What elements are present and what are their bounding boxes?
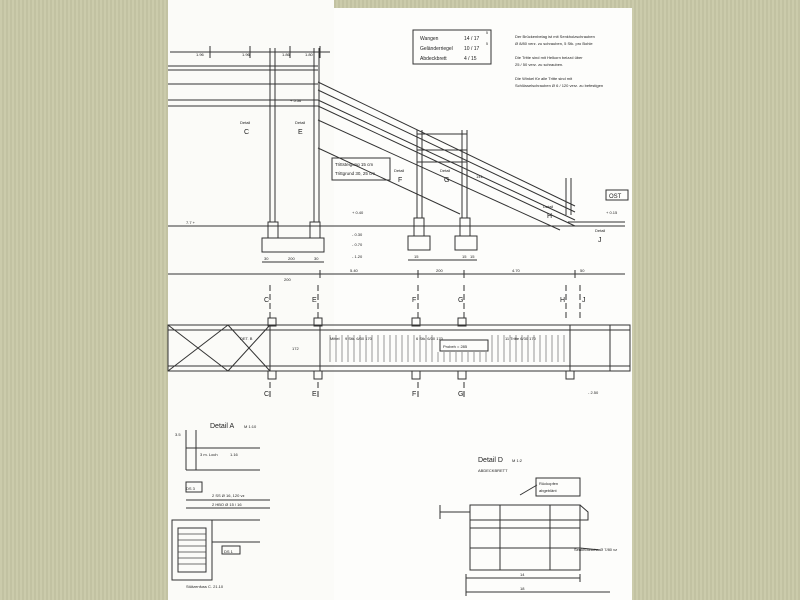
- detail-letter: H: [547, 213, 552, 220]
- span-dim: 5.40: [350, 268, 359, 273]
- top-dim: 1.96: [196, 52, 205, 57]
- level-label: 7.7 +: [186, 220, 196, 225]
- top-dim: 1.86: [282, 52, 291, 57]
- ost-label: OST: [609, 194, 622, 200]
- plan-label: 9 Stk. 6/30 170: [345, 336, 373, 341]
- legend-row-label: Geländerriegel: [420, 46, 453, 52]
- detail-d-callout: abgeblänt: [539, 488, 557, 493]
- plan-label: Probeh = 285: [443, 344, 468, 349]
- detail-a-text: DS 3: [186, 486, 196, 491]
- detail-a-text: 2 HBO Ø 15 / 16: [212, 502, 242, 507]
- detail-a-scale: M 1:10: [244, 424, 257, 429]
- span-dim: 200: [436, 268, 443, 273]
- detail-letter: E: [298, 129, 303, 136]
- section-mark: C: [264, 297, 269, 304]
- foot-dim: 15: [414, 254, 419, 259]
- note-line: Schlüsselschrauben Ø 6 / 120 verz. zu be…: [515, 83, 603, 88]
- foot-dim: 200: [288, 256, 295, 261]
- height-dim: 141: [476, 174, 483, 179]
- detail-d-title: Detail D: [478, 457, 503, 464]
- detail-label: Detail: [240, 120, 250, 125]
- detail-d-subtitle: ABDECKBRETT: [478, 468, 508, 473]
- top-dim: 1.80: [305, 52, 314, 57]
- section-mark: G: [458, 297, 463, 304]
- foot-dim: 15: [470, 254, 475, 259]
- section-mark: C: [264, 391, 269, 398]
- foot-dim: 30: [264, 256, 269, 261]
- stair-box-line: Trittgrund 30, 25 cm: [335, 171, 375, 176]
- detail-a-title: Detail A: [210, 423, 234, 430]
- detail-d-scale: M 1:2: [512, 458, 523, 463]
- legend-row-value: 10 / 17: [464, 46, 480, 52]
- section-mark: E: [312, 297, 317, 304]
- detail-label: Detail: [440, 168, 450, 173]
- plan-label: Mittel: [330, 336, 340, 341]
- level-label: - 1.20: [352, 254, 363, 259]
- note-line: Die Winkel für alle Tritte sind mit: [515, 76, 573, 81]
- note-line: Der Brückenbelag ist mit Senkholzschraub…: [515, 34, 595, 39]
- legend-row-value: 4 / 15: [464, 56, 477, 62]
- drawing-sheet-right: [334, 8, 632, 600]
- plan-label: DET. B: [240, 336, 253, 341]
- detail-a-dim: 3.5: [175, 432, 181, 437]
- plan-label: 6 Stk. 6/30 170: [416, 336, 444, 341]
- detail-label: Detail: [394, 168, 404, 173]
- detail-d-screw: Senkholzschr. Ø 7/80 vz: [574, 547, 617, 552]
- legend-superscript: 5: [486, 31, 488, 35]
- note-line: 25 / 50 verz. zu schrauben.: [515, 62, 563, 67]
- detail-a-text: 2 SS Ø 16, 120 vz: [212, 493, 244, 498]
- foot-dim: 15: [462, 254, 467, 259]
- detail-d-callout: Rückopfen: [539, 481, 558, 486]
- legend-row-value: 14 / 17: [464, 36, 480, 42]
- detail-letter: G: [444, 177, 449, 184]
- detail-label: Detail: [295, 120, 305, 125]
- section-mark: F: [412, 391, 416, 398]
- legend-row-label: Abdeckbrett: [420, 56, 447, 62]
- section-mark: G: [458, 391, 463, 398]
- level-label: - 0.30: [352, 232, 363, 237]
- section-mark: E: [312, 391, 317, 398]
- note-line: Ø 8/80 verz. zu schrauben, 5 Stk. pro Bo…: [515, 41, 593, 46]
- detail-d-dim: 14: [520, 572, 525, 577]
- section-mark: H: [560, 297, 565, 304]
- level-label: + 0.40: [352, 210, 364, 215]
- plan-dim: - 2.50: [588, 390, 599, 395]
- level-label: - 0.70: [352, 242, 363, 247]
- section-mark: F: [412, 297, 416, 304]
- span-dim: 50: [580, 268, 585, 273]
- section-mark: J: [582, 297, 586, 304]
- level-label: + 0.15: [606, 210, 618, 215]
- detail-letter: C: [244, 129, 249, 136]
- span-dim: 4.70: [512, 268, 521, 273]
- legend-row-label: Wangen: [420, 36, 439, 42]
- detail-a-text: 1.16: [230, 452, 239, 457]
- plan-dim: 172: [292, 346, 299, 351]
- detail-label: Detail: [595, 228, 605, 233]
- note-line: Die Tritte sind mit Helkorn beizzd über: [515, 55, 583, 60]
- detail-a-text: DS 1: [224, 549, 234, 554]
- detail-a-text: Stützenfuss C. 21.10: [186, 584, 224, 589]
- plan-label: 11 Tritte 6/30 170: [505, 336, 537, 341]
- foot-dim: 30: [314, 256, 319, 261]
- detail-letter: J: [598, 237, 602, 244]
- detail-letter: F: [398, 177, 402, 184]
- top-dim: 1.96: [242, 52, 251, 57]
- detail-a-text: 3 m. Loch: [200, 452, 218, 457]
- level-label: + 5.56: [290, 98, 302, 103]
- span-dim: 200: [284, 277, 291, 282]
- detail-d-dim: 18: [520, 586, 525, 591]
- legend-superscript: 5: [486, 42, 488, 46]
- stair-box-line: Trittsteigung 15 cm: [335, 162, 373, 167]
- detail-label: Detail: [543, 204, 553, 209]
